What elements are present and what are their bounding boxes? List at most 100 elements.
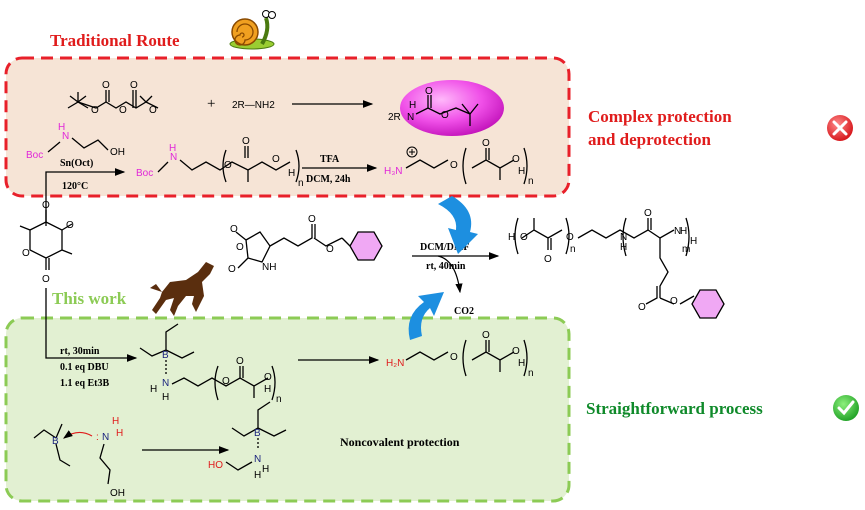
horse-icon (150, 262, 214, 316)
atom-o: O (512, 154, 520, 165)
atom-h: H (264, 384, 271, 395)
boc-highlight (400, 80, 504, 136)
atom-o: O (308, 214, 316, 225)
atom-h: H (518, 166, 525, 177)
complex-protection-text-2: and deprotection (588, 130, 711, 149)
boc-pla-bonds (157, 146, 300, 183)
amine-reagent: 2R—NH2 (232, 100, 275, 111)
cond-rt-2: 0.1 eq DBU (60, 362, 109, 373)
straightforward-text: Straightforward process (586, 399, 763, 418)
nca-structure (235, 224, 343, 269)
atom-h: H (169, 143, 176, 154)
cond-dcm-2: rt, 40min (426, 261, 466, 272)
snail-icon (229, 10, 276, 50)
copolymer-structure (514, 217, 690, 305)
plus-charge-icon (406, 146, 418, 158)
lone-pair: : (96, 432, 99, 443)
atom-o: O (264, 372, 272, 383)
atom-n: N (254, 454, 261, 465)
hydroxyl: HO (208, 460, 223, 471)
arrow-rt (45, 288, 138, 362)
atom-o: O (91, 105, 99, 116)
atom-b: B (254, 428, 261, 439)
cond-sn-1: Sn(Oct) (60, 158, 93, 169)
boc-aminoethanol-bonds (47, 137, 109, 153)
hydroxyl: OH (110, 488, 125, 499)
atom-o: O (102, 80, 110, 91)
this-work-title: This work (52, 289, 127, 308)
atom-h: H (112, 416, 119, 427)
atom-o: O (242, 136, 250, 147)
atom-o: O (450, 352, 458, 363)
electron-arrow (63, 430, 93, 439)
atom-n: N (674, 226, 681, 237)
atom-nh: NH (262, 262, 276, 273)
plus-sign: + (207, 96, 215, 112)
traditional-route-title: Traditional Route (50, 31, 180, 50)
atom-h: H (680, 226, 687, 237)
cond-dcm-1: DCM/DMF (420, 242, 469, 253)
atom-o: O (119, 105, 127, 116)
cond-rt-1: rt, 30min (60, 346, 100, 357)
cond-tfa-1: TFA (320, 154, 340, 165)
atom-h: H (150, 384, 157, 395)
free-amine-pla-bonds (405, 339, 528, 377)
atom-o: O (482, 138, 490, 149)
atom-h: H (116, 428, 123, 439)
atom-o: O (236, 356, 244, 367)
atom-o: O (224, 160, 232, 171)
atom-h: H (409, 100, 416, 111)
boc-label: Boc (26, 150, 43, 161)
check-icon (833, 395, 859, 421)
boc-product-bonds (415, 95, 479, 126)
atom-o: O (450, 160, 458, 171)
subscript-n: n (528, 176, 534, 187)
atom-o: O (130, 80, 138, 91)
atom-o: O (42, 274, 50, 285)
atom-n: N (407, 112, 414, 123)
atom-n: N (170, 152, 177, 163)
atom-h: H (518, 358, 525, 369)
atom-h: H (58, 122, 65, 133)
atom-h: H (690, 236, 697, 247)
boc-anhydride-structure (67, 90, 159, 109)
aminoethanol-bonds (99, 443, 111, 485)
atom-o: O (149, 105, 157, 116)
blue-arrow-bottom (408, 292, 444, 340)
atom-o: O (566, 232, 574, 243)
subscript-n: n (276, 394, 282, 405)
cond-rt-3: 1.1 eq Et3B (60, 378, 110, 389)
amine-nh2: H₂N (386, 358, 404, 369)
benzene-ring-1 (341, 231, 383, 261)
cond-tfa-2: DCM, 24h (306, 174, 351, 185)
atom-o: O (482, 330, 490, 341)
amine-product: 2R (388, 112, 401, 123)
atom-n: N (162, 378, 169, 389)
atom-o: O (512, 346, 520, 357)
atom-n: N (62, 131, 69, 142)
noncovalent-label: Noncovalent protection (340, 435, 460, 449)
benzene-ring-2 (679, 289, 725, 319)
atom-o: O (222, 376, 230, 387)
atom-o: O (520, 232, 528, 243)
cond-sn-2: 120°C (62, 181, 88, 192)
atom-h: H (620, 242, 627, 253)
blue-arrow-top (438, 196, 478, 254)
atom-o: O (230, 224, 238, 235)
cross-icon (827, 115, 853, 141)
lactide-structure (19, 210, 73, 270)
this-work-box (4, 316, 571, 503)
amine-pla-bonds (405, 147, 528, 185)
atom-o: O (425, 86, 433, 97)
atom-n: N (620, 232, 627, 243)
hydroxyl: OH (110, 147, 125, 158)
subscript-m: m (682, 244, 690, 255)
atom-o: O (42, 200, 50, 211)
atom-o: O (236, 242, 244, 253)
atom-n: N (102, 432, 109, 443)
plus-charge-sign (409, 149, 415, 155)
atom-o: O (644, 208, 652, 219)
et3b-pla-bonds (139, 323, 276, 401)
co2-label: CO2 (454, 306, 474, 317)
atom-o: O (638, 302, 646, 313)
